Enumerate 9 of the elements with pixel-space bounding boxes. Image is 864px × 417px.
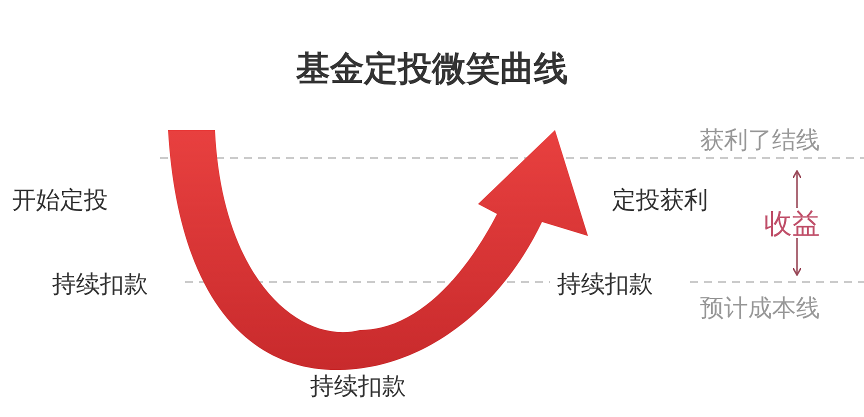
title: 基金定投微笑曲线 — [295, 52, 569, 86]
text-label: 持续扣款 — [557, 272, 653, 296]
text-label: 持续扣款 — [310, 374, 406, 398]
line-label: 获利了结线 — [700, 128, 820, 152]
line-label: 预计成本线 — [700, 296, 820, 320]
text-label: 持续扣款 — [52, 272, 148, 296]
text-label: 开始定投 — [12, 188, 108, 212]
text-label: 收益 — [764, 210, 820, 238]
text-label: 定投获利 — [612, 188, 708, 212]
